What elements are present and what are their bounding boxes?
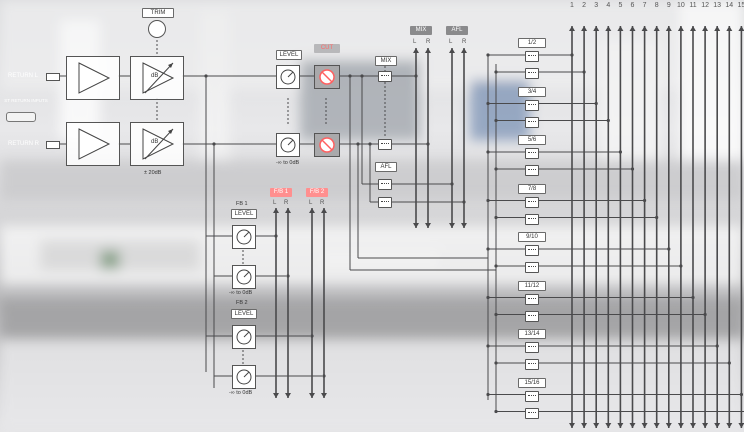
afl-switch-r[interactable] xyxy=(378,197,392,208)
bus-number-7: 7 xyxy=(639,2,651,9)
amplifier-icon xyxy=(67,57,119,99)
mix-switch-r[interactable] xyxy=(378,139,392,150)
fb2-range-label: -∞ to 0dB xyxy=(229,390,252,396)
mix-bus-label: MIX xyxy=(410,26,432,35)
mix-bus-r: R xyxy=(426,38,430,46)
group-5-switch-l[interactable] xyxy=(525,245,539,256)
bus-number-1: 1 xyxy=(566,2,578,9)
group-3-switch-l[interactable] xyxy=(525,148,539,159)
fb2-bus-r: R xyxy=(320,199,324,207)
group-4-switch-l[interactable] xyxy=(525,197,539,208)
fb2-level-knob-r[interactable] xyxy=(232,365,256,389)
db-label: dB xyxy=(151,139,158,145)
bus-number-11: 11 xyxy=(687,2,699,9)
db-label: dB xyxy=(151,73,158,79)
fb2-bus-label: F/B 2 xyxy=(306,188,328,197)
group-2-label: 3/4 xyxy=(518,87,546,97)
bus-number-15: 15 xyxy=(735,2,744,9)
bus-number-2: 2 xyxy=(578,2,590,9)
group-8-switch-r[interactable] xyxy=(525,408,539,419)
group-7-label: 13/14 xyxy=(518,329,546,339)
st-return-inputs-label: ST RETURN INPUTS xyxy=(4,98,48,103)
group-6-label: 11/12 xyxy=(518,281,546,291)
level-range-label: -∞ to 0dB xyxy=(276,160,299,166)
bus-number-8: 8 xyxy=(651,2,663,9)
xlr-connector-icon xyxy=(6,112,36,122)
amp-l-box xyxy=(66,56,120,100)
bus-number-3: 3 xyxy=(590,2,602,9)
group-3-label: 5/6 xyxy=(518,135,546,145)
mix-label: MIX xyxy=(375,56,397,66)
jack-l-icon xyxy=(46,73,60,81)
fb2-label: FB 2 xyxy=(236,300,248,306)
afl-bus-label: AFL xyxy=(446,26,468,35)
fb2-bus-l: L xyxy=(309,199,312,207)
fb2-level-knob-l[interactable] xyxy=(232,325,256,349)
afl-bus-r: R xyxy=(462,38,466,46)
return-r-label: RETURN R xyxy=(8,140,39,148)
gain-range-label: ± 20dB xyxy=(144,170,161,176)
fb1-level-knob-r[interactable] xyxy=(232,265,256,289)
fb1-bus-r: R xyxy=(284,199,288,207)
mix-switch-l[interactable] xyxy=(378,71,392,82)
afl-label: AFL xyxy=(375,162,397,172)
trim-label: TRIM xyxy=(142,8,174,18)
fb1-bus-l: L xyxy=(273,199,276,207)
group-7-switch-r[interactable] xyxy=(525,359,539,370)
level-label: LEVEL xyxy=(276,50,302,60)
bus-number-14: 14 xyxy=(723,2,735,9)
group-8-label: 15/16 xyxy=(518,378,546,388)
afl-switch-l[interactable] xyxy=(378,179,392,190)
bus-number-9: 9 xyxy=(663,2,675,9)
group-5-label: 9/10 xyxy=(518,232,546,242)
group-2-switch-l[interactable] xyxy=(525,100,539,111)
group-6-switch-r[interactable] xyxy=(525,311,539,322)
amplifier-icon xyxy=(67,123,119,165)
bus-number-4: 4 xyxy=(602,2,614,9)
group-4-switch-r[interactable] xyxy=(525,214,539,225)
bus-number-6: 6 xyxy=(627,2,639,9)
bus-number-12: 12 xyxy=(699,2,711,9)
bus-number-13: 13 xyxy=(711,2,723,9)
afl-bus-l: L xyxy=(449,38,452,46)
cut-button-r[interactable] xyxy=(314,133,340,157)
fb1-label: FB 1 xyxy=(236,201,248,207)
trim-knob[interactable] xyxy=(148,20,166,38)
group-1-label: 1/2 xyxy=(518,38,546,48)
group-8-switch-l[interactable] xyxy=(525,391,539,402)
group-1-switch-r[interactable] xyxy=(525,68,539,79)
cut-button-l[interactable] xyxy=(314,65,340,89)
gain-l-box: dB xyxy=(130,56,184,100)
bus-number-5: 5 xyxy=(614,2,626,9)
group-6-switch-l[interactable] xyxy=(525,294,539,305)
group-2-switch-r[interactable] xyxy=(525,117,539,128)
group-4-label: 7/8 xyxy=(518,184,546,194)
bus-number-10: 10 xyxy=(675,2,687,9)
cut-label: CUT xyxy=(314,44,340,53)
group-5-switch-r[interactable] xyxy=(525,262,539,273)
gain-r-box: dB xyxy=(130,122,184,166)
fb1-level-knob-l[interactable] xyxy=(232,225,256,249)
return-l-label: RETURN L xyxy=(8,72,38,80)
group-1-switch-l[interactable] xyxy=(525,51,539,62)
fb1-level-label: LEVEL xyxy=(231,209,257,219)
jack-r-icon xyxy=(46,141,60,149)
group-3-switch-r[interactable] xyxy=(525,165,539,176)
group-7-switch-l[interactable] xyxy=(525,342,539,353)
amp-r-box xyxy=(66,122,120,166)
level-knob-r[interactable] xyxy=(276,133,300,157)
fb2-level-label: LEVEL xyxy=(231,309,257,319)
fb1-bus-label: F/B 1 xyxy=(270,188,292,197)
fb1-range-label: -∞ to 0dB xyxy=(229,290,252,296)
mix-bus-l: L xyxy=(413,38,416,46)
level-knob-l[interactable] xyxy=(276,65,300,89)
